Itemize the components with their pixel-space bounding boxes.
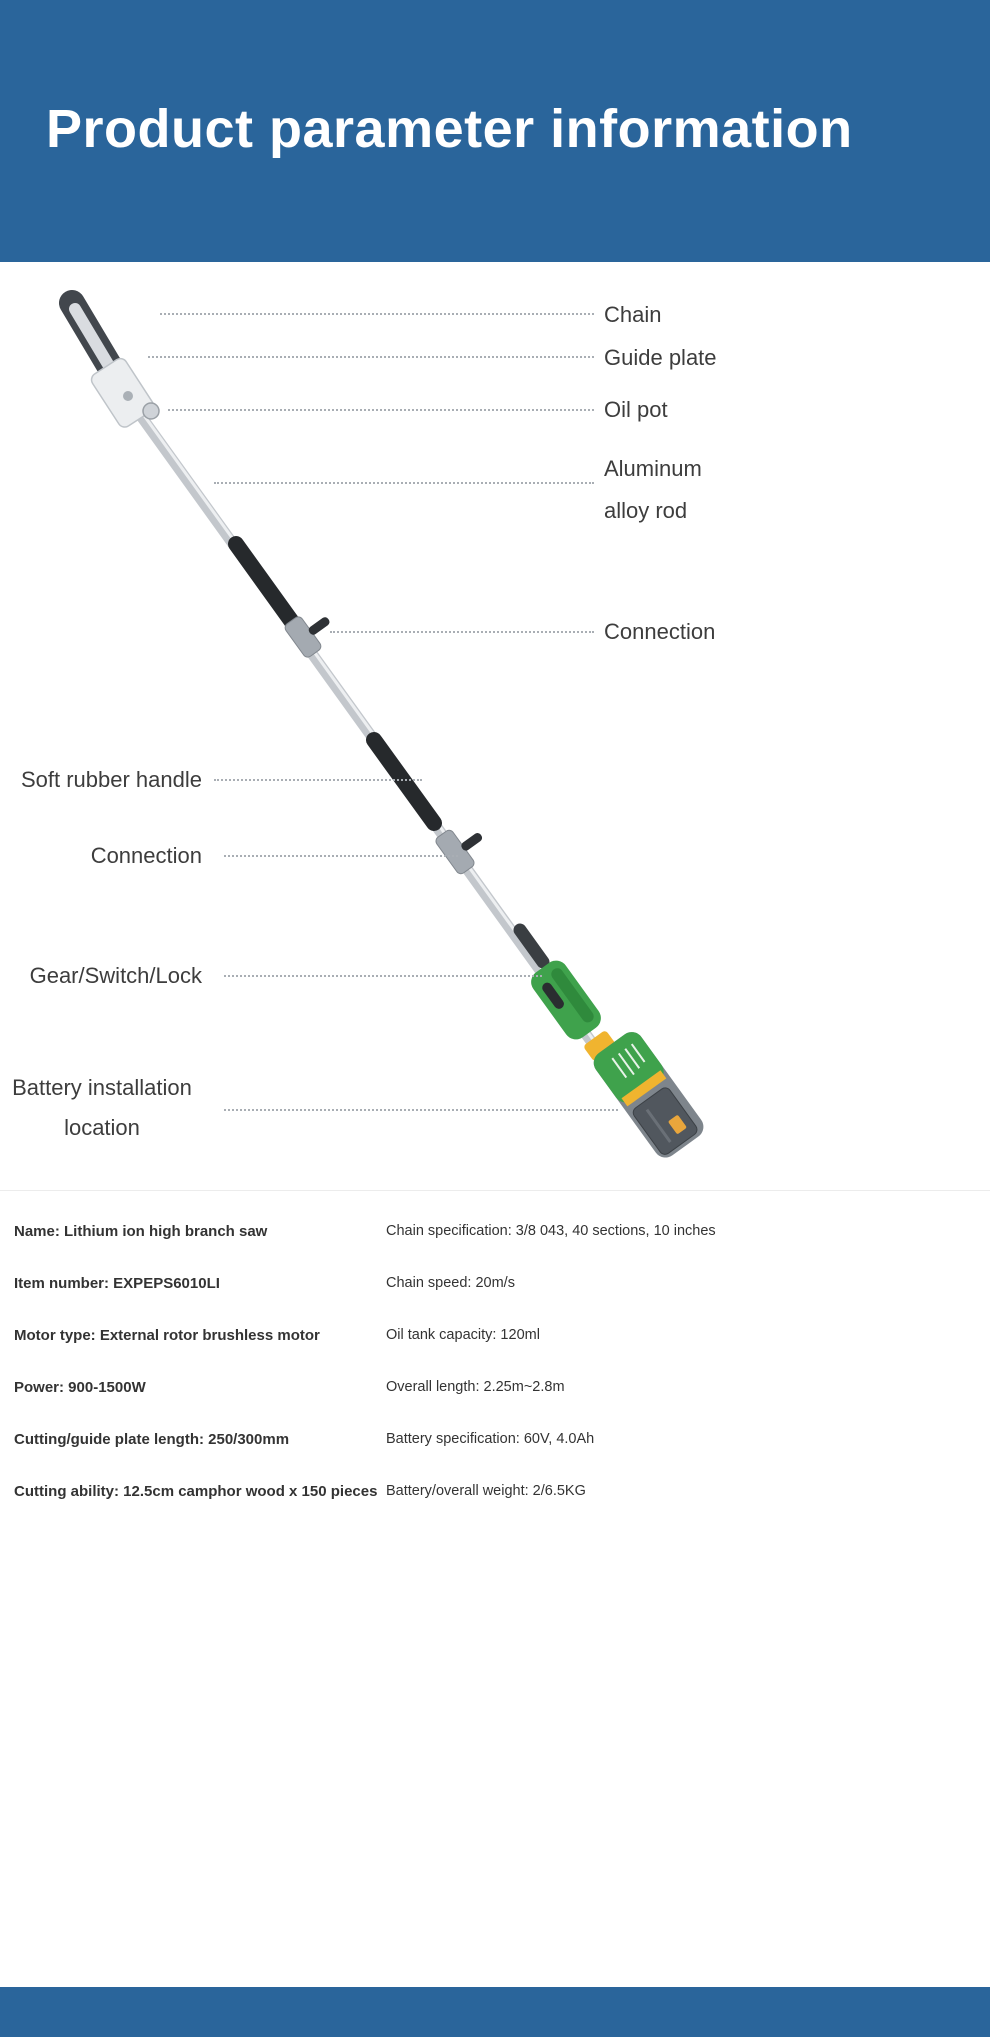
spec-battery-overall-weight: Battery/overall weight: 2/6.5KG [386, 1483, 586, 1499]
leader-line-connection-lower [224, 855, 458, 857]
spec-item-number: Item number: EXPEPS6010LI [14, 1274, 220, 1292]
saw-head-oil-pot [90, 357, 160, 428]
spec-power: Power: 900-1500W [14, 1378, 146, 1396]
callout-gear-switch-lock: Gear/Switch/Lock [29, 963, 202, 988]
spec-separator [0, 1190, 990, 1191]
spec-oil-tank-capacity: Oil tank capacity: 120ml [386, 1327, 540, 1343]
leader-line-guide-plate [148, 356, 594, 358]
spec-chain-specification: Chain specification: 3/8 043, 40 section… [386, 1223, 716, 1239]
spec-overall-length: Overall length: 2.25m~2.8m [386, 1379, 565, 1395]
spec-cutting-guide-plate-length: Cutting/guide plate length: 250/300mm [14, 1430, 290, 1448]
body-and-battery [593, 1032, 704, 1158]
callout-connection-upper: Connection [604, 619, 716, 644]
callout-battery-installation-location: Battery installation location [12, 1075, 192, 1140]
leader-line-oil-pot [168, 409, 594, 411]
spec-table: Name: Lithium ion high branch saw Chain … [0, 1205, 990, 1517]
spec-cutting-ability: Cutting ability: 12.5cm camphor wood x 1… [14, 1482, 378, 1500]
leader-line-aluminum-rod [214, 482, 594, 484]
callout-chain: Chain [604, 302, 662, 327]
footer-bar [0, 1987, 990, 2037]
spec-name: Name: Lithium ion high branch saw [14, 1222, 268, 1240]
leader-line-chain [160, 313, 594, 315]
connection-coupler-2 [435, 829, 483, 875]
rubber-grips [228, 536, 550, 969]
connection-coupler-1 [284, 616, 330, 658]
leader-line-soft-rubber-handle [214, 779, 422, 781]
header-banner: Product parameter information [0, 0, 990, 262]
leader-line-gear-switch-lock [224, 975, 542, 977]
callout-soft-rubber-handle: Soft rubber handle [20, 767, 202, 792]
yellow-collar [584, 1031, 616, 1061]
callout-aluminum-alloy-rod: Aluminum alloy rod [604, 456, 702, 523]
switch-handle [531, 960, 601, 1040]
page-title: Product parameter information [46, 99, 853, 159]
callout-guide-plate: Guide plate [604, 345, 717, 370]
leader-line-connection-upper [330, 631, 594, 633]
callout-oil-pot: Oil pot [604, 397, 668, 422]
leader-line-battery-location [224, 1109, 618, 1111]
spec-motor-type: Motor type: External rotor brushless mot… [14, 1326, 320, 1344]
callout-connection-lower: Connection [90, 843, 202, 868]
spec-chain-speed: Chain speed: 20m/s [386, 1275, 515, 1291]
product-illustration [59, 290, 704, 1158]
spec-battery-specification: Battery specification: 60V, 4.0Ah [386, 1431, 595, 1447]
